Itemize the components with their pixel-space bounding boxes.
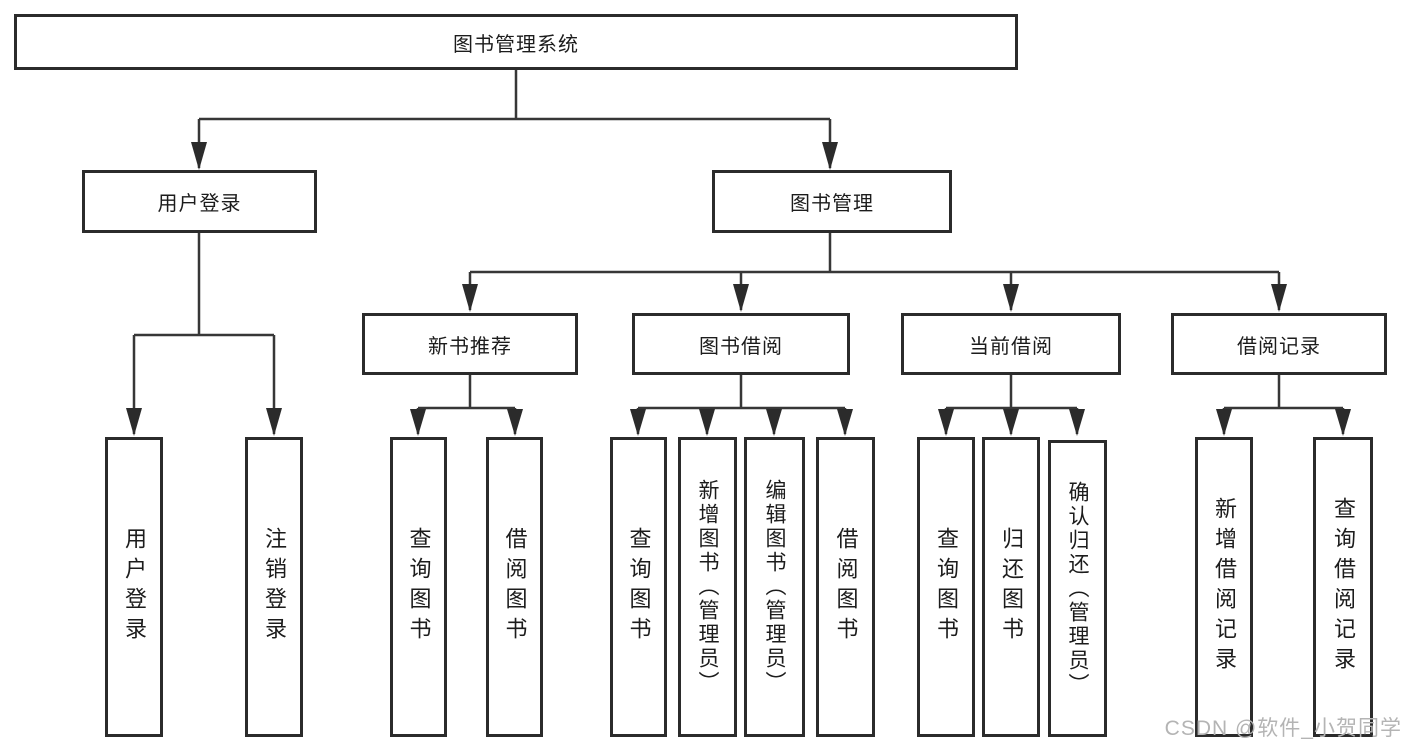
leaf-query-books-borrow: 查询图书: [610, 437, 667, 737]
node-root-system: 图书管理系统: [14, 14, 1018, 70]
leaf-edit-books-admin: 编辑图书（管理员）: [744, 437, 805, 737]
csdn-watermark: CSDN @软件_小贺同学: [1164, 717, 1402, 740]
leaf-user-login: 用户登录: [105, 437, 163, 737]
leaf-label: 查询图书: [626, 527, 652, 647]
leaf-label: 查询借阅记录: [1331, 497, 1356, 677]
leaf-label: 借阅图书: [833, 527, 859, 647]
leaf-label: 编辑图书（管理员）: [763, 479, 786, 695]
node-label: 新书推荐: [428, 335, 512, 358]
leaf-add-books-admin: 新增图书（管理员）: [678, 437, 737, 737]
node-new-book-recommend: 新书推荐: [362, 313, 578, 375]
node-label: 图书管理系统: [453, 33, 579, 56]
leaf-query-books-recommend: 查询图书: [390, 437, 447, 737]
leaf-borrow-books-recommend: 借阅图书: [486, 437, 543, 737]
node-book-management: 图书管理: [712, 170, 952, 233]
leaf-query-borrow-record: 查询借阅记录: [1313, 437, 1373, 737]
leaf-label: 归还图书: [999, 527, 1024, 647]
leaf-borrow-books: 借阅图书: [816, 437, 875, 737]
node-book-borrowing: 图书借阅: [632, 313, 850, 375]
node-label: 图书借阅: [699, 335, 783, 358]
leaf-confirm-return-admin: 确认归还（管理员）: [1048, 440, 1107, 737]
tree-edges: [132, 70, 1345, 434]
node-borrowing-records: 借阅记录: [1171, 313, 1387, 375]
leaf-label: 新增借阅记录: [1212, 497, 1237, 677]
node-user-login: 用户登录: [82, 170, 317, 233]
leaf-label: 用户登录: [122, 527, 147, 647]
leaf-label: 查询图书: [406, 527, 432, 647]
arrowheads: [126, 142, 1351, 436]
leaf-label: 借阅图书: [502, 527, 528, 647]
leaf-label: 查询图书: [934, 527, 959, 647]
leaf-label: 新增图书（管理员）: [696, 479, 719, 695]
leaf-return-books: 归还图书: [982, 437, 1040, 737]
node-label: 图书管理: [790, 193, 874, 215]
node-label: 用户登录: [157, 193, 242, 215]
leaf-label: 确认归还（管理员）: [1066, 480, 1089, 697]
node-label: 借阅记录: [1237, 335, 1321, 358]
node-current-borrowing: 当前借阅: [901, 313, 1121, 375]
node-label: 当前借阅: [969, 335, 1053, 358]
leaf-label: 注销登录: [262, 527, 287, 647]
leaf-logout: 注销登录: [245, 437, 303, 737]
leaf-query-books-current: 查询图书: [917, 437, 975, 737]
leaf-add-borrow-record: 新增借阅记录: [1195, 437, 1253, 737]
